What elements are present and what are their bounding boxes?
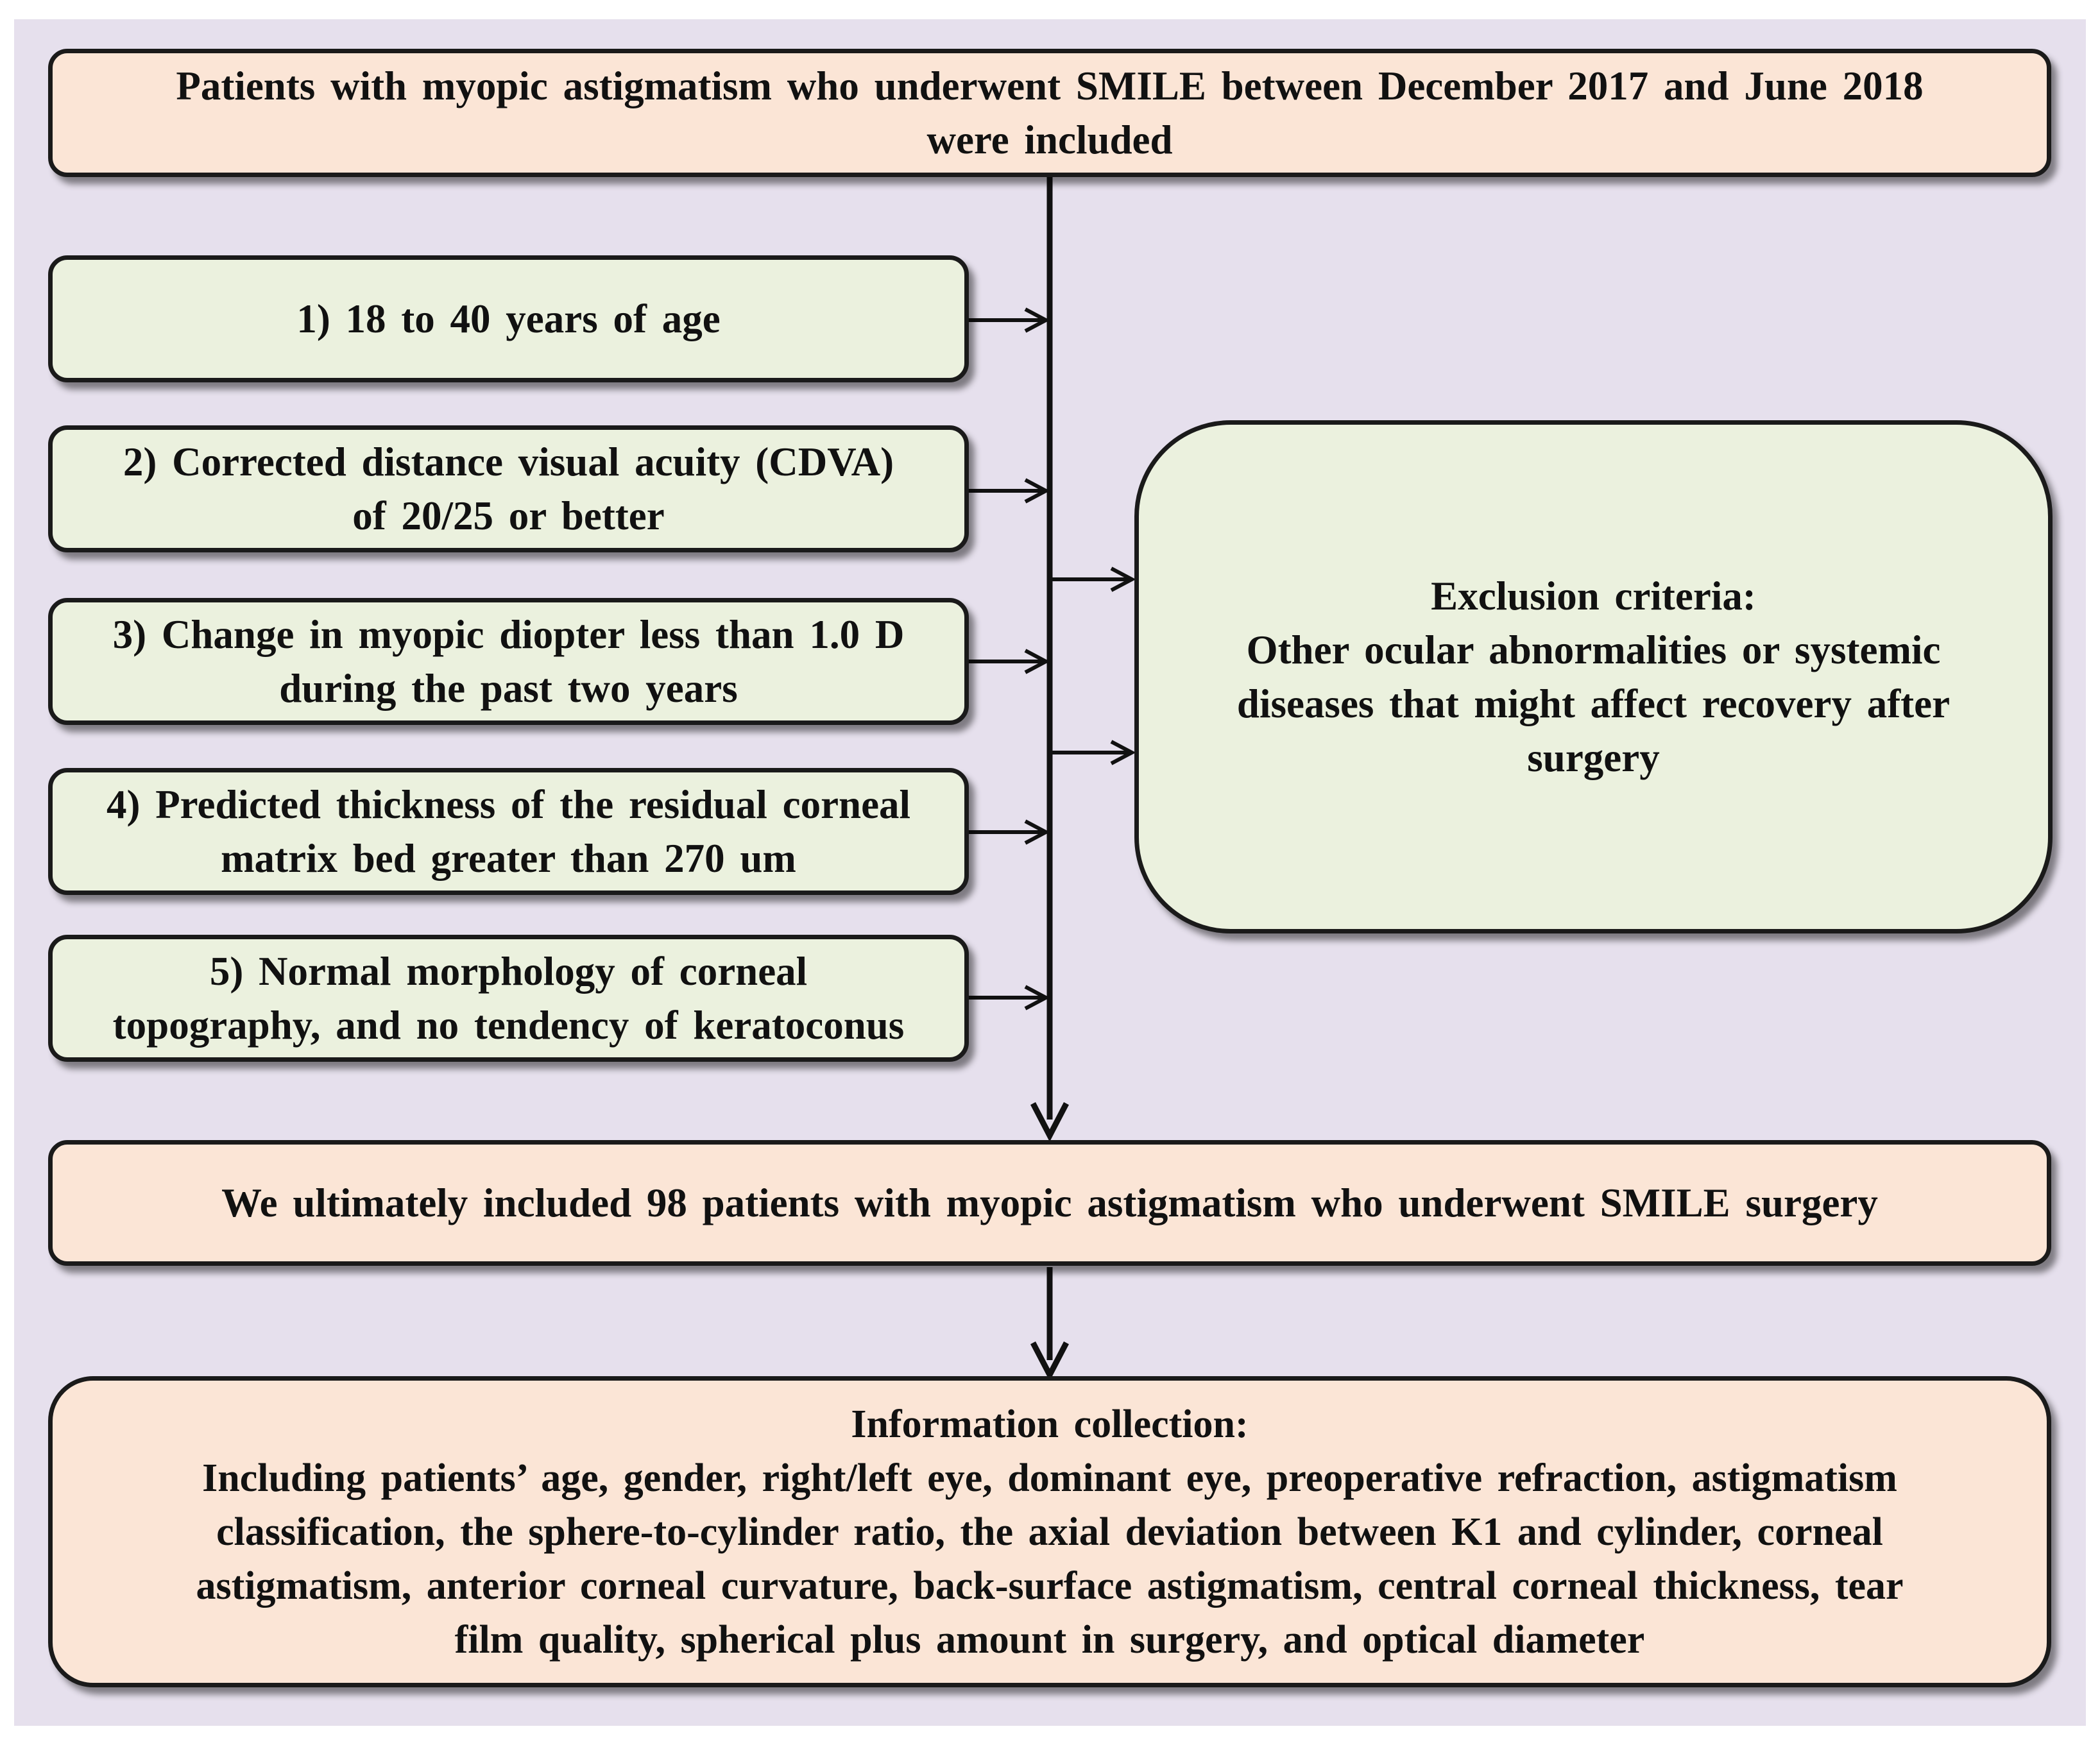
criterion-4-text-line-1: 4) Predicted thickness of the residual c…: [106, 782, 911, 827]
main-flow-arrowhead-2: [1030, 1341, 1069, 1381]
exclusion-text-line-3: surgery: [1527, 735, 1660, 780]
information-collection-line-4: film quality, spherical plus amount in s…: [454, 1617, 1645, 1662]
enrollment-text-line-1: Patients with myopic astigmatism who und…: [176, 64, 1924, 108]
criterion-2-text-line-1: 2) Corrected distance visual acuity (CDV…: [123, 439, 894, 484]
information-collection-box: Information collection: Including patien…: [48, 1376, 2051, 1687]
exclusion-box: Exclusion criteria: Other ocular abnorma…: [1134, 420, 2053, 933]
exclusion-text-line-1: Other ocular abnormalities or systemic: [1246, 627, 1941, 672]
main-flow-arrowhead-1: [1030, 1102, 1069, 1142]
criterion-3-text-line-2: during the past two years: [279, 666, 738, 711]
information-collection-line-1: Including patients’ age, gender, right/l…: [202, 1456, 1897, 1500]
information-collection-line-2: classification, the sphere-to-cylinder r…: [216, 1510, 1883, 1554]
criterion-box-4: 4) Predicted thickness of the residual c…: [48, 768, 969, 895]
enrollment-text-line-2: were included: [926, 117, 1173, 162]
criterion-1-text: 1) 18 to 40 years of age: [296, 296, 721, 341]
exclusion-title: Exclusion criteria:: [1431, 574, 1756, 618]
exclusion-arrows: [1052, 567, 1136, 765]
information-collection-title: Information collection:: [851, 1402, 1249, 1446]
inclusion-arrows: [969, 307, 1050, 1010]
enrollment-box: Patients with myopic astigmatism who und…: [48, 49, 2051, 177]
criterion-box-5: 5) Normal morphology of corneal topograp…: [48, 935, 969, 1062]
information-collection-line-3: astigmatism, anterior corneal curvature,…: [196, 1563, 1904, 1608]
exclusion-text-line-2: diseases that might affect recovery afte…: [1236, 681, 1951, 726]
criterion-5-text-line-2: topography, and no tendency of keratocon…: [112, 1003, 905, 1048]
criterion-3-text-line-1: 3) Change in myopic diopter less than 1.…: [112, 612, 905, 657]
criterion-box-1: 1) 18 to 40 years of age: [48, 255, 969, 382]
criterion-2-text-line-2: of 20/25 or better: [352, 493, 665, 538]
included-patients-box: We ultimately included 98 patients with …: [48, 1140, 2051, 1266]
criterion-box-3: 3) Change in myopic diopter less than 1.…: [48, 598, 969, 725]
criterion-box-2: 2) Corrected distance visual acuity (CDV…: [48, 425, 969, 552]
criterion-5-text-line-1: 5) Normal morphology of corneal: [209, 949, 808, 994]
criterion-4-text-line-2: matrix bed greater than 270 um: [221, 836, 796, 881]
included-patients-text: We ultimately included 98 patients with …: [221, 1180, 1878, 1225]
